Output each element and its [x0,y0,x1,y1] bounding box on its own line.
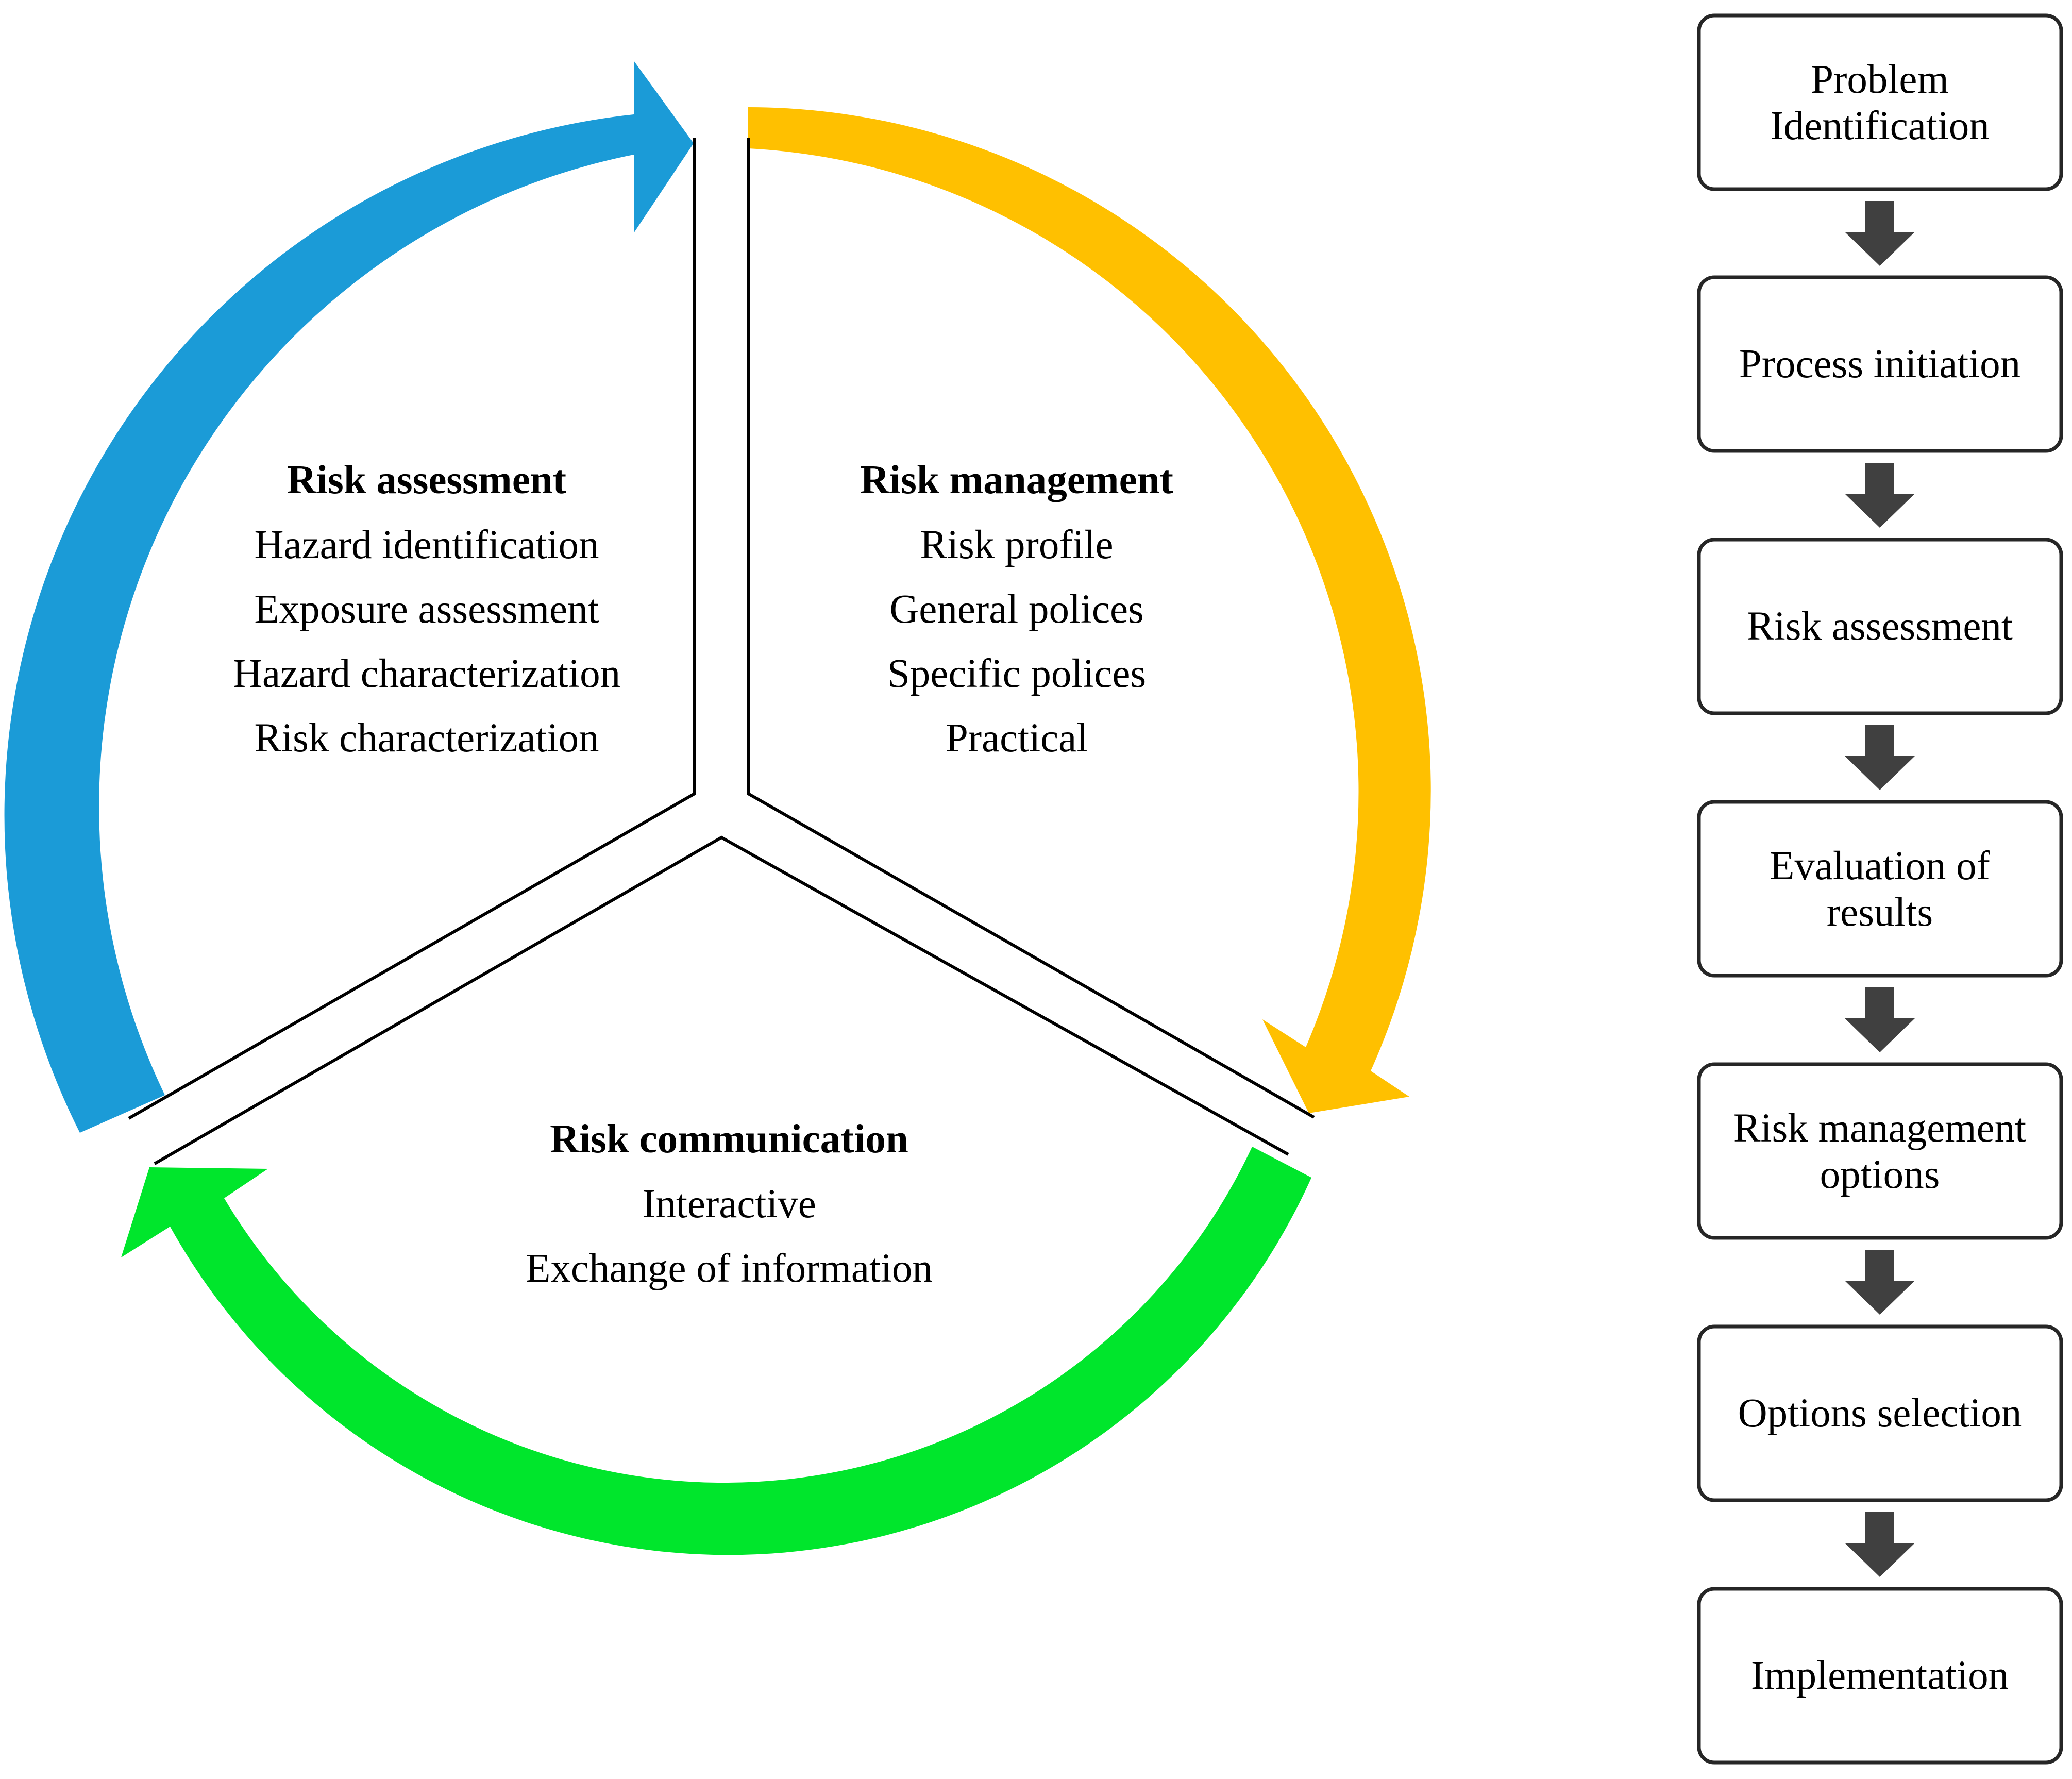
flow-step-box: Risk management options [1697,1062,2063,1240]
management-item: Practical [946,716,1088,761]
flow-down-arrow [1845,1250,1915,1315]
flow-step-label: options [1820,1152,1940,1197]
flow-step-box-border [1697,13,2063,191]
communication-sector-divider [154,835,1289,1165]
flow-step-box-border [1697,1587,2063,1765]
flow-step-label: Identification [1770,104,1990,148]
risk-management-title: Risk management [860,458,1173,502]
flow-step-box: Problem Identification [1697,13,2063,191]
communication-item: Exchange of information [526,1246,933,1291]
flow-step-box: Process initiation [1697,275,2063,453]
assessment-item: Exposure assessment [254,587,599,632]
flow-down-arrow [1845,463,1915,528]
flow-step-box: Evaluation of results [1697,800,2063,978]
flow-step-box-border [1697,1324,2063,1502]
flow-down-arrow [1845,725,1915,790]
assessment-item: Risk characterization [255,716,599,761]
risk-management-sector: Risk management Risk profile General pol… [860,458,1173,761]
flow-down-arrow [1845,1512,1915,1577]
flow-step-box-border [1697,538,2063,715]
flow-step-label: results [1827,890,1933,935]
flow-step-box-border [1697,275,2063,453]
assessment-item: Hazard characterization [233,651,620,696]
flow-down-arrow [1845,201,1915,266]
flow-step-label: Evaluation of [1770,844,1990,888]
risk-communication-title: Risk communication [550,1117,908,1162]
flow-step-label: Risk management [1733,1106,2026,1151]
flow-step-box-border [1697,800,2063,978]
flow-down-arrow [1845,987,1915,1052]
risk-communication-cycle-arrow [121,1147,1311,1555]
assessment-sector-divider [128,138,696,1120]
management-sector-divider [747,138,1315,1119]
flow-step-label: Process initiation [1739,342,2020,387]
flow-step-box: Implementation [1697,1587,2063,1765]
risk-management-cycle-arrow [748,107,1431,1113]
flow-step-box: Options selection [1697,1324,2063,1502]
flow-step-box: Risk assessment [1697,538,2063,715]
communication-item: Interactive [642,1182,816,1227]
flow-step-label: Problem [1811,57,1949,102]
flow-step-box-border [1697,1062,2063,1240]
risk-assessment-title: Risk assessment [287,458,566,502]
risk-communication-sector: Risk communication Interactive Exchange … [526,1117,933,1291]
management-item: General polices [889,587,1144,632]
risk-assessment-sector: Risk assessment Hazard identification Ex… [233,458,620,761]
management-item: Specific polices [887,651,1146,696]
risk-assessment-cycle-arrow [4,61,694,1133]
flow-step-label: Implementation [1751,1653,2009,1698]
flow-step-label: Options selection [1738,1391,2022,1436]
management-item: Risk profile [920,523,1113,567]
assessment-item: Hazard identification [255,523,599,567]
process-flowchart: Problem Identification Process initiatio… [1697,13,2063,1765]
flow-step-label: Risk assessment [1747,604,2013,649]
